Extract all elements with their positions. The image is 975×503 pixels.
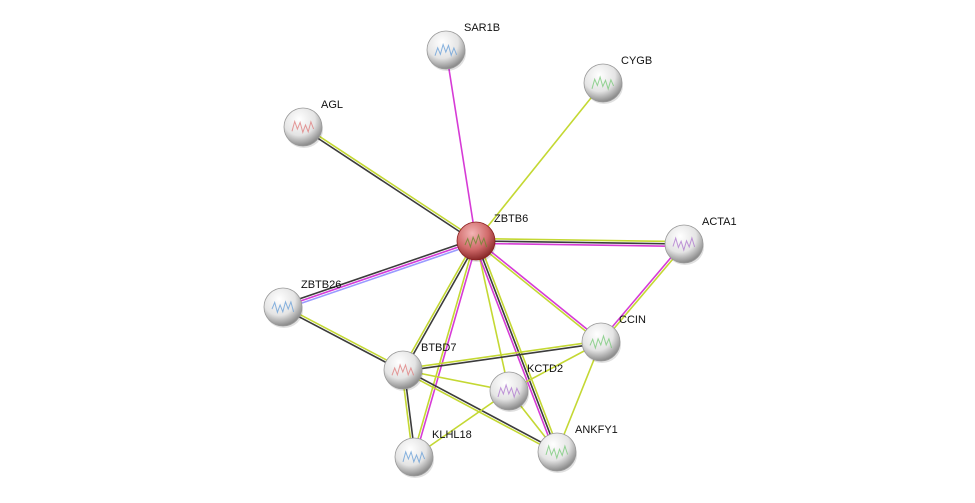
node-label: ANKFY1 bbox=[575, 424, 618, 436]
edge-evidence-lime bbox=[412, 240, 476, 457]
node-sphere bbox=[664, 224, 704, 264]
node-label: ACTA1 bbox=[702, 216, 737, 228]
edge-evidence-magenta bbox=[414, 241, 478, 458]
edge-zbtb6-zbtb26[interactable] bbox=[281, 237, 478, 311]
node-label: CYGB bbox=[621, 55, 652, 67]
edge-evidence-lime bbox=[477, 239, 560, 452]
edge-btbd7-ccin[interactable] bbox=[402, 340, 602, 372]
protein-structure-icon bbox=[464, 233, 488, 249]
node-sphere bbox=[489, 371, 529, 411]
edge-zbtb6-ankfy1[interactable] bbox=[473, 239, 560, 454]
node-sar1b[interactable]: SAR1B bbox=[426, 22, 500, 71]
edge-zbtb6-cygb[interactable] bbox=[475, 82, 604, 242]
edge-evidence-dark bbox=[475, 240, 558, 453]
edge-evidence-lime bbox=[402, 340, 601, 370]
node-sphere bbox=[581, 322, 621, 362]
protein-structure-icon bbox=[402, 450, 426, 464]
node-ankfy1[interactable]: ANKFY1 bbox=[537, 424, 618, 473]
edge-ccin-ankfy1[interactable] bbox=[556, 341, 602, 453]
node-label: SAR1B bbox=[464, 22, 500, 34]
edge-acta1-ccin[interactable] bbox=[599, 242, 686, 344]
edge-evidence-dark bbox=[282, 307, 403, 372]
edge-evidence-blue bbox=[283, 242, 478, 311]
node-btbd7[interactable]: BTBD7 bbox=[383, 342, 456, 391]
node-sphere bbox=[394, 437, 434, 477]
edge-zbtb6-sar1b[interactable] bbox=[445, 49, 477, 242]
node-label: CCIN bbox=[619, 314, 646, 326]
node-label: AGL bbox=[321, 99, 343, 111]
node-zbtb26[interactable]: ZBTB26 bbox=[263, 279, 341, 328]
node-sphere bbox=[263, 287, 303, 327]
node-sphere bbox=[283, 107, 323, 147]
edge-evidence-lime bbox=[556, 341, 602, 453]
node-label: KLHL18 bbox=[432, 429, 472, 441]
protein-structure-icon bbox=[291, 119, 315, 134]
edge-evidence-dark bbox=[403, 342, 602, 372]
node-label: BTBD7 bbox=[421, 342, 456, 354]
edge-evidence-magenta bbox=[599, 242, 684, 342]
edge-evidence-magenta bbox=[445, 49, 477, 242]
node-sphere bbox=[583, 63, 623, 103]
node-label: ZBTB26 bbox=[301, 279, 341, 291]
edge-evidence-lime bbox=[475, 82, 604, 242]
node-ccin[interactable]: CCIN bbox=[581, 314, 646, 363]
edge-evidence-lime bbox=[601, 244, 686, 344]
edge-zbtb6-kctd2[interactable] bbox=[475, 240, 510, 392]
edge-zbtb6-klhl18[interactable] bbox=[412, 240, 478, 458]
node-sphere bbox=[537, 432, 577, 472]
edge-evidence-magenta bbox=[473, 241, 556, 454]
edge-evidence-lime bbox=[474, 241, 601, 344]
edge-evidence-dark bbox=[475, 240, 685, 245]
edge-evidence-magenta bbox=[282, 240, 477, 308]
protein-structure-icon bbox=[672, 236, 696, 252]
edge-evidence-dark bbox=[281, 237, 476, 306]
node-klhl18[interactable]: KLHL18 bbox=[394, 429, 472, 478]
protein-structure-icon bbox=[589, 334, 613, 350]
protein-structure-icon bbox=[434, 42, 458, 57]
node-label: KCTD2 bbox=[527, 363, 563, 375]
node-agl[interactable]: AGL bbox=[283, 99, 343, 148]
node-sphere bbox=[456, 221, 496, 261]
edge-evidence-lime bbox=[476, 237, 685, 243]
edge-evidence-dark bbox=[403, 241, 478, 371]
edge-evidence-lime bbox=[401, 240, 476, 370]
edge-evidence-magenta bbox=[475, 242, 684, 248]
node-cygb[interactable]: CYGB bbox=[583, 55, 652, 104]
edge-zbtb6-agl[interactable] bbox=[301, 125, 478, 243]
edge-evidence-magenta bbox=[476, 239, 603, 342]
edge-zbtb6-ccin[interactable] bbox=[474, 239, 603, 344]
node-acta1[interactable]: ACTA1 bbox=[664, 216, 737, 265]
node-sphere bbox=[426, 30, 466, 70]
edge-evidence-lime bbox=[475, 240, 510, 392]
node-sphere bbox=[383, 350, 423, 390]
node-label: ZBTB6 bbox=[494, 213, 528, 225]
node-kctd2[interactable]: KCTD2 bbox=[489, 363, 563, 412]
protein-structure-icon bbox=[271, 300, 295, 314]
edge-zbtb6-acta1[interactable] bbox=[475, 237, 685, 248]
node-zbtb6[interactable]: ZBTB6 bbox=[456, 213, 528, 262]
protein-structure-icon bbox=[391, 363, 415, 377]
protein-structure-icon bbox=[591, 75, 615, 91]
edge-evidence-lime bbox=[283, 305, 404, 370]
edge-evidence-lime bbox=[303, 125, 478, 241]
edge-evidence-dark bbox=[301, 127, 476, 243]
protein-structure-icon bbox=[545, 444, 569, 460]
edge-zbtb26-btbd7[interactable] bbox=[282, 305, 404, 372]
edge-zbtb6-btbd7[interactable] bbox=[401, 240, 478, 371]
protein-structure-icon bbox=[497, 383, 521, 399]
